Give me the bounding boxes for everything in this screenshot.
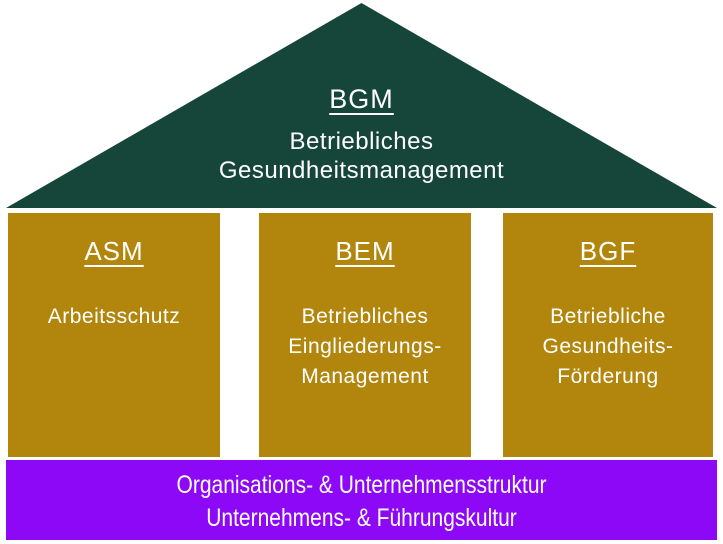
pillar-asm: ASM Arbeitsschutz	[8, 213, 220, 457]
pillar-bgf-line-2: Gesundheits-	[542, 335, 674, 358]
pillar-bem-line-3: Management	[301, 365, 429, 388]
pillar-asm-label: Arbeitsschutz	[8, 302, 220, 332]
pillar-asm-abbreviation: ASM	[84, 236, 144, 266]
roof-abbreviation: BGM	[329, 84, 394, 114]
pillar-bgf-abbreviation: BGF	[579, 236, 637, 266]
pillar-bgf: BGF Betriebliche Gesundheits- Förderung	[503, 213, 713, 457]
pillar-bgf-line-3: Förderung	[557, 365, 659, 388]
roof-subtitle-line-2: Gesundheitsmanagement	[218, 157, 505, 184]
roof-subtitle-line-1: Betriebliches	[289, 128, 434, 155]
pillar-bem-line-2: Eingliederungs-	[288, 335, 442, 358]
roof-triangle: BGM Betriebliches Gesundheitsmanagement	[6, 3, 717, 208]
pillar-asm-line-1: Arbeitsschutz	[47, 305, 181, 328]
pillar-bem: BEM Betriebliches Eingliederungs- Manage…	[259, 213, 471, 457]
pillar-bgf-line-1: Betriebliche	[550, 305, 666, 328]
pillar-bem-abbreviation: BEM	[335, 236, 395, 266]
pillar-bem-line-1: Betriebliches	[301, 305, 429, 328]
foundation-line-2: Unternehmens- & Führungskultur	[206, 504, 517, 532]
pillar-bem-label: Betriebliches Eingliederungs- Management	[259, 302, 471, 392]
foundation-line-1: Organisations- & Unternehmensstruktur	[176, 471, 547, 499]
foundation-bar: Organisations- & Unternehmensstruktur Un…	[6, 460, 717, 540]
roof-subtitle: Betriebliches Gesundheitsmanagement	[6, 127, 717, 185]
pillar-bgf-label: Betriebliche Gesundheits- Förderung	[503, 302, 713, 392]
